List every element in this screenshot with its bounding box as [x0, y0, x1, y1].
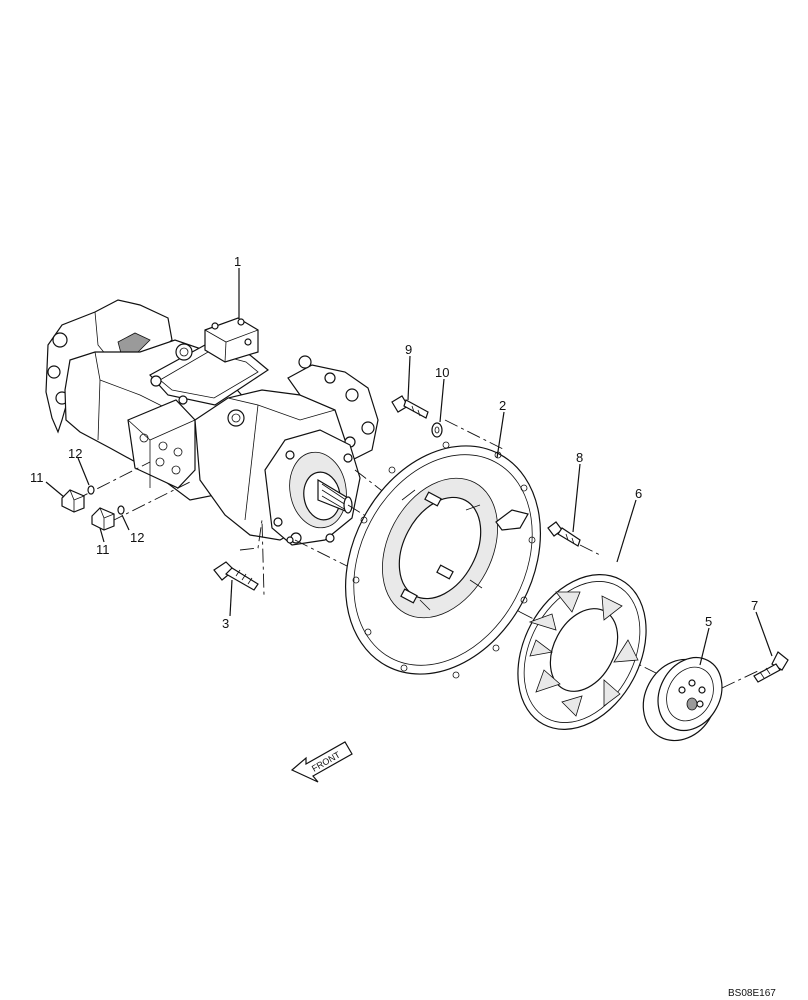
callout-12-right: 12	[130, 530, 144, 545]
bolt-part-7	[753, 651, 789, 683]
damper-hub	[642, 657, 723, 742]
fitting-part-11b	[91, 507, 115, 531]
figure-reference-code: BS08E167	[728, 988, 776, 999]
callout-8: 8	[576, 450, 583, 465]
flywheel-housing	[344, 441, 542, 679]
callout-5: 5	[705, 614, 712, 629]
hydraulic-pump-assembly	[45, 299, 379, 546]
oring-part-12a	[87, 485, 95, 495]
housing-bolt-holes	[352, 441, 536, 679]
callout-10: 10	[435, 365, 449, 380]
callout-11-lower: 11	[96, 542, 110, 557]
leader-lines	[45, 268, 773, 666]
callout-11-left: 11	[30, 470, 44, 485]
callout-3: 3	[222, 616, 229, 631]
bolt-part-3	[213, 561, 259, 591]
callout-12-upper: 12	[68, 446, 82, 461]
callout-1: 1	[234, 254, 241, 269]
coupling-disc	[517, 574, 647, 730]
oring-part-12b	[117, 505, 125, 515]
fitting-part-11a	[61, 489, 85, 513]
callout-2: 2	[499, 398, 506, 413]
callout-9: 9	[405, 342, 412, 357]
callout-numbers: 1 2 3 5 6 7 8 9 10 11 11 12 12	[30, 254, 758, 631]
washer-part-10	[431, 422, 443, 438]
bolt-part-8	[547, 521, 581, 547]
callout-6: 6	[635, 486, 642, 501]
front-direction-arrow: FRONT	[290, 741, 353, 783]
callout-7: 7	[751, 598, 758, 613]
bolt-part-9	[391, 395, 429, 419]
